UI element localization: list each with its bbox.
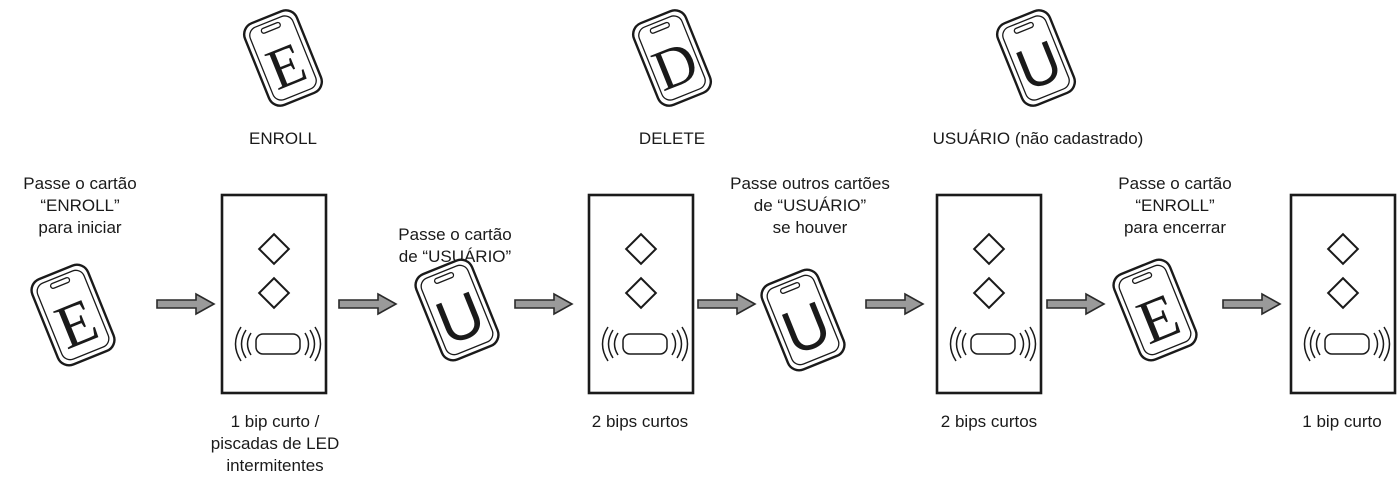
flow-arrow-4 [697, 292, 757, 316]
reader-1-feedback: 1 bip curto / piscadas de LED intermiten… [210, 412, 340, 475]
flow-arrow-2 [338, 292, 398, 316]
step-2-instruction: Passe o cartão de “USUÁRIO” [398, 225, 512, 266]
step-4-enroll-card-icon: E [1100, 250, 1210, 370]
step-4-instruction: Passe o cartão “ENROLL” para encerrar [1118, 174, 1232, 237]
flow-arrow-1 [156, 292, 216, 316]
legend-enroll-card-icon: E [237, 2, 329, 114]
flow-arrow-3 [514, 292, 574, 316]
card-sensor-icon [601, 326, 689, 362]
card-sensor-icon [234, 326, 322, 362]
reader-3-device [935, 193, 1045, 398]
led-top-icon [1326, 232, 1360, 266]
step-3-instruction: Passe outros cartões de “USUÁRIO” se hou… [730, 174, 890, 237]
led-bottom-icon [1326, 276, 1360, 310]
led-top-icon [257, 232, 291, 266]
led-top-icon [972, 232, 1006, 266]
step-2-user-card-icon: U [402, 250, 512, 370]
legend-user-card-icon: U [990, 2, 1082, 114]
step-1-enroll-card-icon: E [18, 255, 128, 375]
card-sensor-icon [1303, 326, 1391, 362]
reader-4-feedback: 1 bip curto [1302, 412, 1382, 431]
led-bottom-icon [624, 276, 658, 310]
reader-3-feedback: 2 bips curtos [940, 412, 1038, 431]
legend-delete-card-icon: D [626, 2, 718, 114]
flow-arrow-6 [1046, 292, 1106, 316]
flow-arrow-5 [865, 292, 925, 316]
legend-delete-label: DELETE [638, 129, 706, 148]
step-3-user-card-icon: U [748, 260, 858, 380]
led-top-icon [624, 232, 658, 266]
led-bottom-icon [257, 276, 291, 310]
reader-2-feedback: 2 bips curtos [591, 412, 689, 431]
card-sensor-icon [949, 326, 1037, 362]
reader-2-device [587, 193, 697, 398]
legend-user-label: USUÁRIO (não cadastrado) [932, 129, 1144, 148]
reader-4-device [1289, 193, 1397, 398]
reader-1-device [220, 193, 330, 398]
led-bottom-icon [972, 276, 1006, 310]
step-1-instruction: Passe o cartão “ENROLL” para iniciar [23, 174, 137, 237]
legend-enroll-label: ENROLL [248, 129, 318, 148]
flow-arrow-7 [1222, 292, 1282, 316]
